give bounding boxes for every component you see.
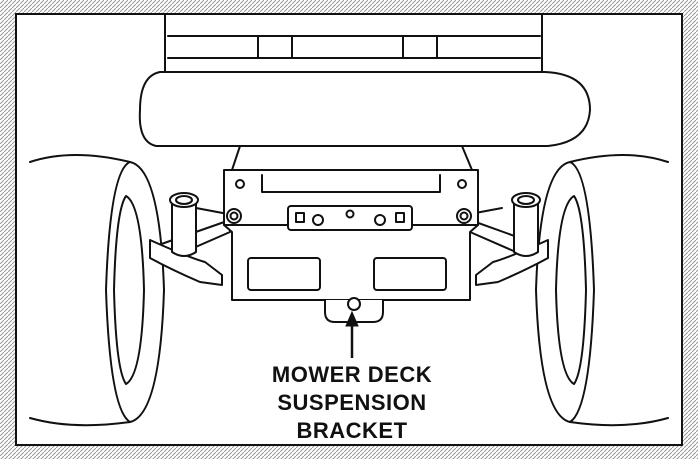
- right-spindle: [511, 192, 541, 257]
- front-frame-plate: [223, 169, 479, 301]
- callout-arrow: [345, 310, 359, 358]
- front-bumper: [138, 71, 591, 147]
- callout-line-3: BRACKET: [296, 418, 407, 443]
- callout-label: MOWER DECK SUSPENSION BRACKET: [272, 362, 432, 443]
- callout-line-1: MOWER DECK: [272, 362, 432, 387]
- frame-top: [231, 145, 473, 171]
- left-spindle: [169, 192, 199, 257]
- tractor-hood: [164, 14, 543, 77]
- callout-line-2: SUSPENSION: [277, 390, 426, 415]
- left-wheel: [29, 154, 165, 427]
- right-wheel: [535, 154, 669, 427]
- suspension-bracket: [324, 297, 384, 323]
